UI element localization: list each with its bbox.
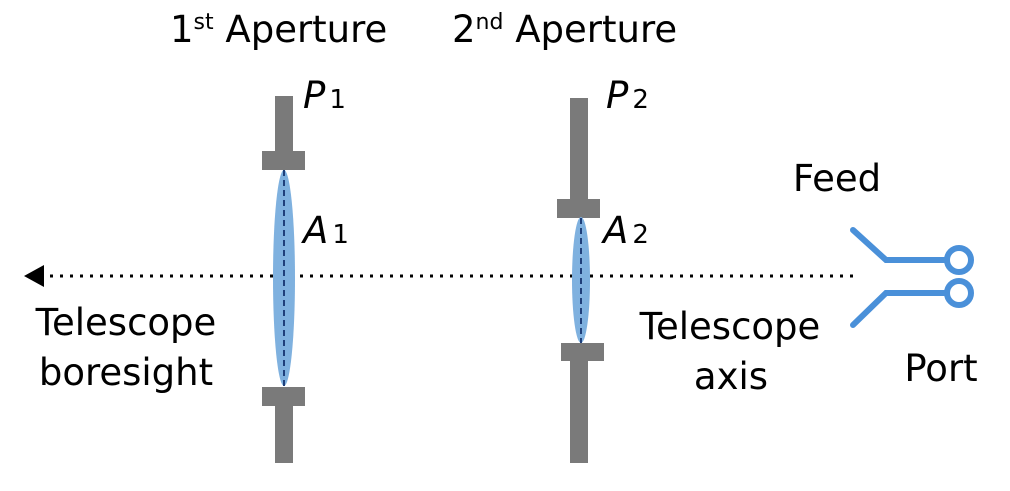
second-stop-upper-flange: [557, 199, 600, 218]
feed-label: Feed: [793, 157, 881, 200]
boresight-arrowhead: [24, 265, 44, 287]
first-stop-upper-post: [275, 96, 293, 154]
first-aperture-title: 1st Aperture: [170, 8, 387, 51]
second-stop-lower-flange: [561, 343, 604, 361]
feed-port-upper: [944, 245, 974, 275]
telescope-axis-label-line1: Telescope: [639, 305, 821, 348]
second-aperture-title: 2nd Aperture: [452, 8, 677, 51]
telescope-axis-label-line2: axis: [694, 355, 768, 398]
telescope-axis-line: [24, 265, 855, 287]
first-aperture-lens: [273, 170, 295, 386]
second-aperture-assembly: [557, 98, 604, 463]
telescope-boresight-label-line2: boresight: [39, 351, 213, 394]
second-stop-lower-post: [570, 357, 588, 463]
feed-port-lower: [944, 278, 974, 308]
first-stop-lower-flange: [262, 387, 305, 406]
first-stop-lower-post: [275, 403, 293, 463]
feed-horn-icon: [850, 227, 974, 328]
port-label: Port: [904, 347, 977, 390]
telescope-boresight-label-line1: Telescope: [35, 301, 217, 344]
first-stop-upper-flange: [262, 151, 305, 170]
first-aperture-assembly: [262, 96, 305, 463]
second-stop-upper-post: [570, 98, 588, 204]
